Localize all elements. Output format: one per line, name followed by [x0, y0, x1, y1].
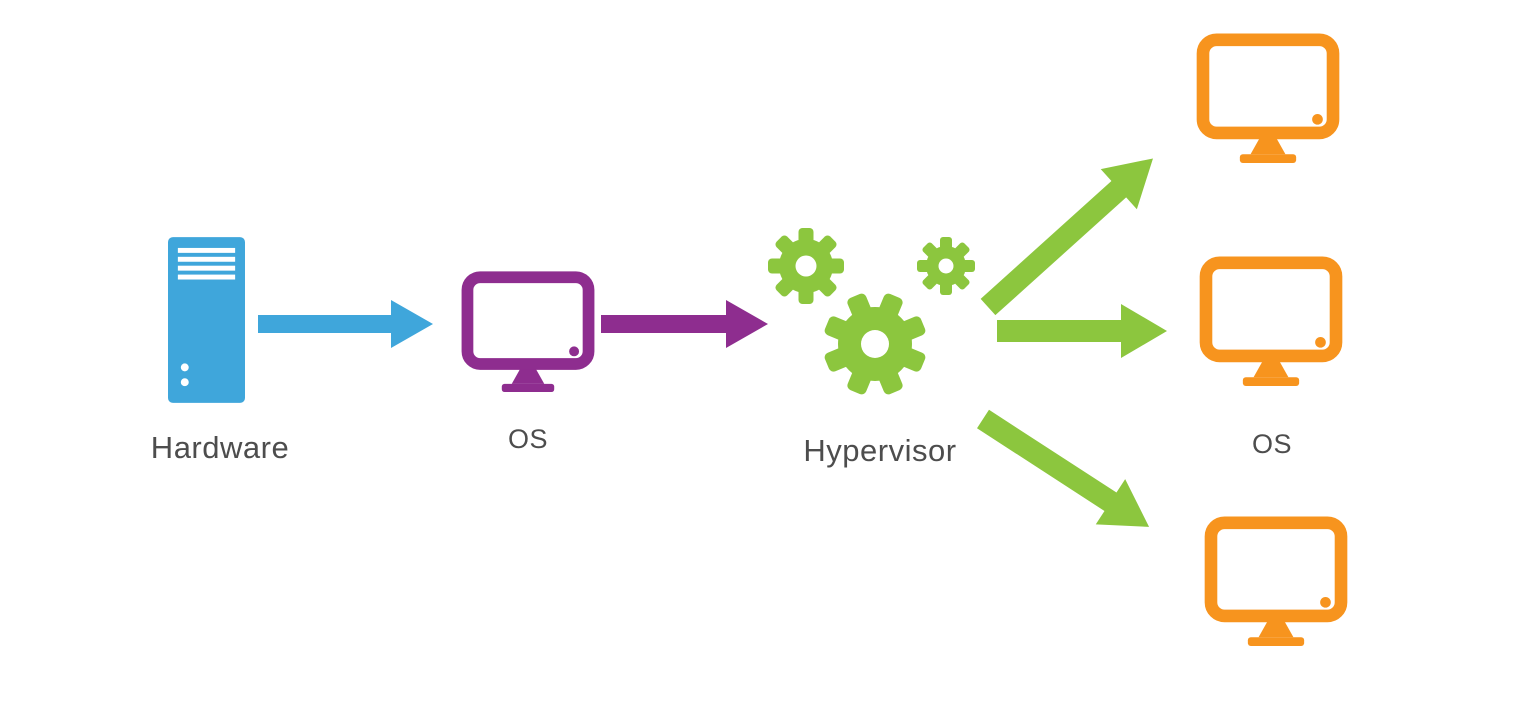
arrow-hardware-to-os	[258, 300, 433, 348]
server-tower-icon	[168, 237, 245, 403]
arrow-os-to-hypervisor	[601, 300, 768, 348]
host-os-label: OS	[507, 424, 549, 454]
hypervisor-label: Hypervisor	[803, 433, 957, 468]
arrow-hypervisor-to-vm-middle	[997, 304, 1167, 358]
vm-middle-monitor-icon	[1206, 263, 1336, 386]
gear-bottom-center	[824, 293, 926, 395]
gear-top-right	[917, 237, 975, 295]
gear-top-left	[768, 228, 844, 304]
arrow-hypervisor-to-vm-bottom	[977, 409, 1150, 527]
hardware-label: Hardware	[150, 430, 290, 465]
host-os-monitor-icon	[467, 277, 588, 392]
vm-top-monitor-icon	[1203, 40, 1333, 163]
gears-icon	[768, 228, 975, 395]
vm-bottom-monitor-icon	[1211, 523, 1341, 646]
vm-os-label: OS	[1251, 429, 1293, 459]
arrow-hypervisor-to-vm-top	[980, 158, 1153, 316]
